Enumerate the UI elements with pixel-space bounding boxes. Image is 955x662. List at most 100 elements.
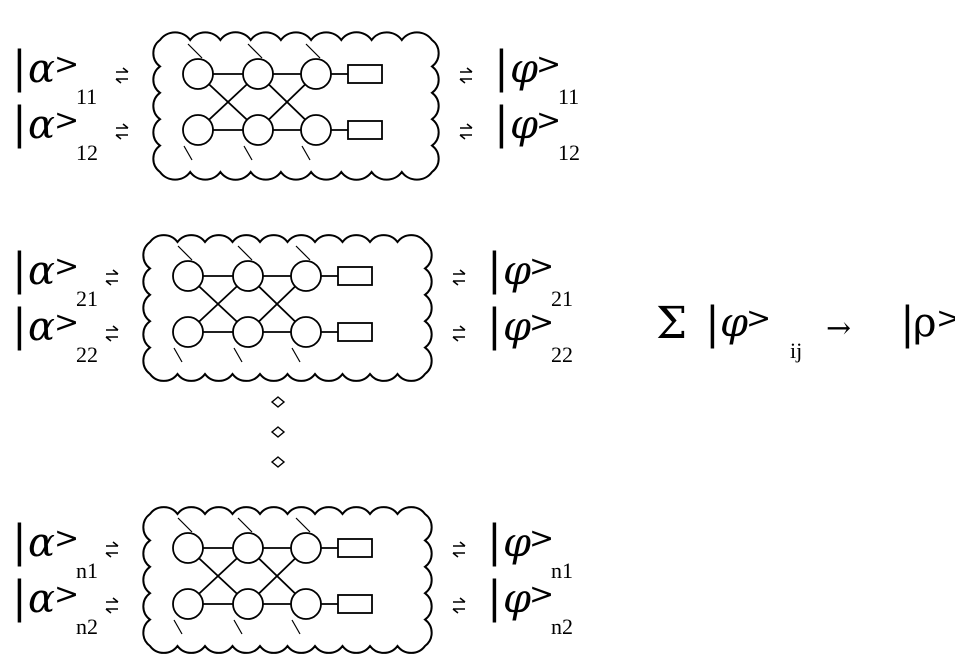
output-ket: |φ>21 xyxy=(487,244,573,311)
output-stub xyxy=(173,347,183,363)
output-register xyxy=(337,594,373,614)
input-ket: |α>21 xyxy=(12,244,98,311)
neuron-node xyxy=(290,588,322,620)
neuron-node xyxy=(232,316,264,348)
neuron-node xyxy=(172,316,204,348)
output-ket-bar: | xyxy=(487,244,502,295)
output-ket-subscript: n1 xyxy=(551,558,573,583)
output-ket: |φ>11 xyxy=(494,42,579,109)
ellipsis-dot xyxy=(270,456,286,468)
input-stub xyxy=(295,517,311,533)
formula-phi: φ xyxy=(720,300,748,346)
output-ket-subscript: 21 xyxy=(551,286,573,311)
output-arrow-top xyxy=(453,269,466,275)
output-register xyxy=(337,266,373,286)
input-ket-subscript: 22 xyxy=(76,342,98,367)
cloud-outline xyxy=(142,234,433,382)
input-arrow xyxy=(115,123,129,140)
input-ket-angle: > xyxy=(54,47,79,82)
output-arrow-bottom xyxy=(452,552,465,558)
output-arrow-bottom xyxy=(452,608,465,614)
formula-bar: | xyxy=(705,298,720,349)
output-ket-angle: > xyxy=(529,249,554,284)
input-stub xyxy=(305,43,321,59)
output-arrow xyxy=(452,269,466,286)
output-ket-bar: | xyxy=(494,98,509,149)
neuron-node xyxy=(242,58,274,90)
input-ket-bar: | xyxy=(12,98,27,149)
input-ket-symbol: α xyxy=(28,520,55,566)
output-ket: |φ>n2 xyxy=(487,572,573,639)
input-arrow-top xyxy=(116,67,129,73)
neuron-node xyxy=(182,58,214,90)
input-ket-symbol: α xyxy=(28,248,55,294)
output-stub xyxy=(243,145,253,161)
input-arrow xyxy=(105,597,119,614)
input-ket-subscript: 12 xyxy=(76,140,98,165)
output-stub xyxy=(291,347,301,363)
input-ket-bar: | xyxy=(12,42,27,93)
neuron-node xyxy=(300,58,332,90)
output-ket-subscript: 12 xyxy=(558,140,580,165)
output-stub xyxy=(233,347,243,363)
output-ket-symbol: φ xyxy=(503,520,531,566)
neuron-node xyxy=(172,260,204,292)
formula-subscript: ij xyxy=(790,338,802,363)
output-arrow xyxy=(452,325,466,342)
neuron-node xyxy=(232,260,264,292)
input-ket-subscript: n2 xyxy=(76,614,98,639)
output-register xyxy=(337,538,373,558)
input-arrow xyxy=(105,269,119,286)
output-ket-subscript: 11 xyxy=(558,84,579,109)
output-ket-angle: > xyxy=(529,305,554,340)
input-stub xyxy=(237,517,253,533)
input-ket-symbol: α xyxy=(28,576,55,622)
input-ket-bar: | xyxy=(12,516,27,567)
input-arrow-bottom xyxy=(105,608,118,614)
input-stub xyxy=(247,43,263,59)
output-arrow xyxy=(452,541,466,558)
output-arrow-top xyxy=(460,67,473,73)
input-ket: |α>n2 xyxy=(12,572,98,639)
input-arrow xyxy=(105,325,119,342)
input-stub xyxy=(177,245,193,261)
input-stub xyxy=(177,517,193,533)
output-ket-angle: > xyxy=(529,577,554,612)
neuron-node xyxy=(172,532,204,564)
input-ket-subscript: 21 xyxy=(76,286,98,311)
input-ket-symbol: α xyxy=(28,304,55,350)
input-ket: |α>n1 xyxy=(12,516,98,583)
formula-angle: > xyxy=(746,301,771,336)
input-ket-bar: | xyxy=(12,244,27,295)
output-arrow-bottom xyxy=(452,280,465,286)
input-ket-subscript: 11 xyxy=(76,84,97,109)
input-arrow-bottom xyxy=(115,78,128,84)
output-ket-angle: > xyxy=(529,521,554,556)
output-ket-bar: | xyxy=(487,516,502,567)
input-arrow-top xyxy=(106,597,119,603)
ellipsis-dot xyxy=(270,426,286,438)
input-ket: |α>11 xyxy=(12,42,97,109)
output-register xyxy=(347,64,383,84)
cloud-outline xyxy=(152,31,440,181)
neuron-node xyxy=(172,588,204,620)
neuron-node xyxy=(232,588,264,620)
output-ket-bar: | xyxy=(487,300,502,351)
output-arrow-bottom xyxy=(459,134,472,140)
rho-bar: | xyxy=(900,298,915,349)
output-stub xyxy=(183,145,193,161)
input-ket-bar: | xyxy=(12,572,27,623)
output-ket-symbol: φ xyxy=(510,46,538,92)
rho-symbol: ρ xyxy=(913,300,937,346)
input-ket-subscript: n1 xyxy=(76,558,98,583)
sum-symbol: Σ xyxy=(656,298,687,349)
input-arrow-top xyxy=(106,541,119,547)
input-ket-symbol: α xyxy=(28,102,55,148)
output-arrow-top xyxy=(453,325,466,331)
formula-arrow: → xyxy=(826,311,851,346)
output-arrow-top xyxy=(453,541,466,547)
input-ket: |α>12 xyxy=(12,98,98,165)
output-ket-symbol: φ xyxy=(503,576,531,622)
network-group-1: |α>11|φ>11|α>12|φ>12 xyxy=(12,31,580,181)
